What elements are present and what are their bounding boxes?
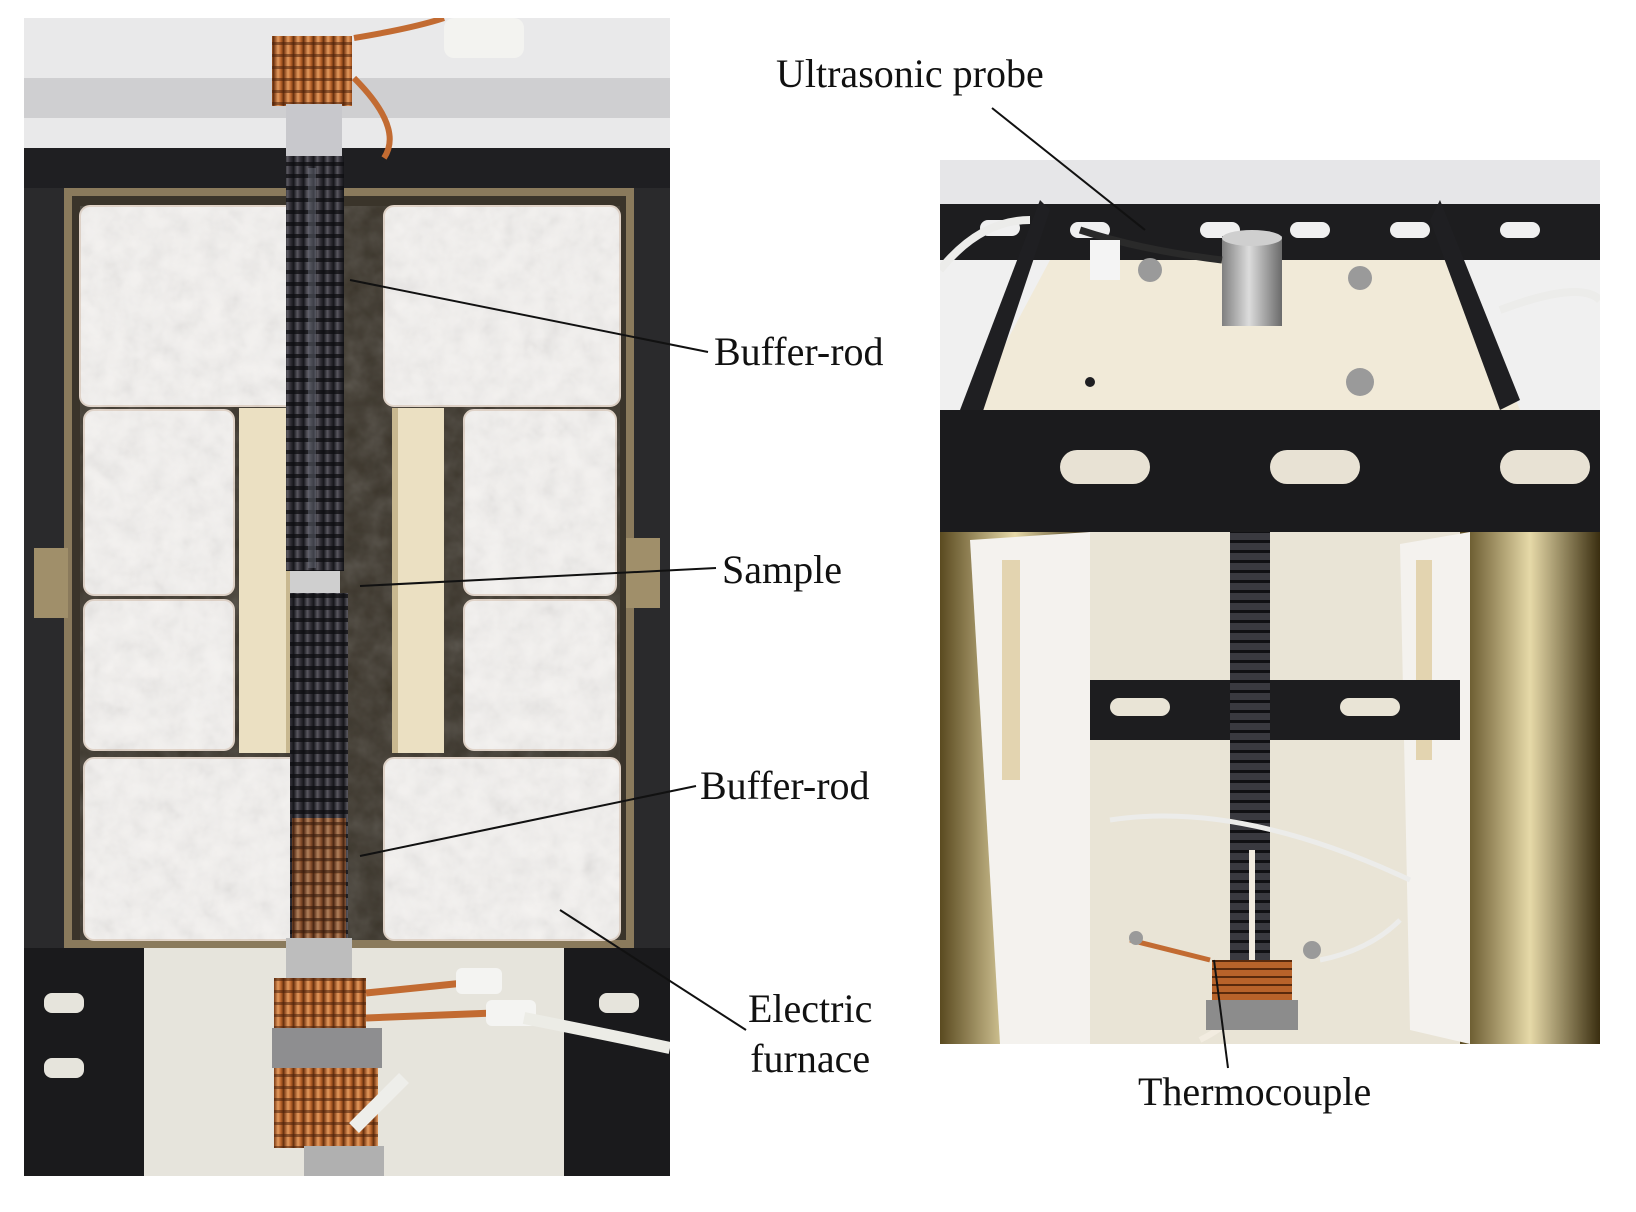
label-electric-furnace-line1: Electric: [748, 986, 873, 1031]
label-sample: Sample: [722, 547, 842, 592]
photo-probe-assembly-illustration: [940, 160, 1600, 1044]
label-buffer-rod-bottom: Buffer-rod: [700, 763, 870, 808]
label-buffer-rod-top: Buffer-rod: [714, 329, 884, 374]
label-ultrasonic-probe: Ultrasonic probe: [776, 51, 1044, 96]
photo-furnace-front: [24, 18, 670, 1176]
photo-probe-assembly: [940, 160, 1600, 1044]
label-electric-furnace-line2: furnace: [750, 1036, 871, 1081]
photo-furnace-front-illustration: [24, 18, 670, 1176]
label-electric-furnace: Electric furnace: [748, 984, 872, 1084]
label-thermocouple: Thermocouple: [1138, 1069, 1372, 1114]
